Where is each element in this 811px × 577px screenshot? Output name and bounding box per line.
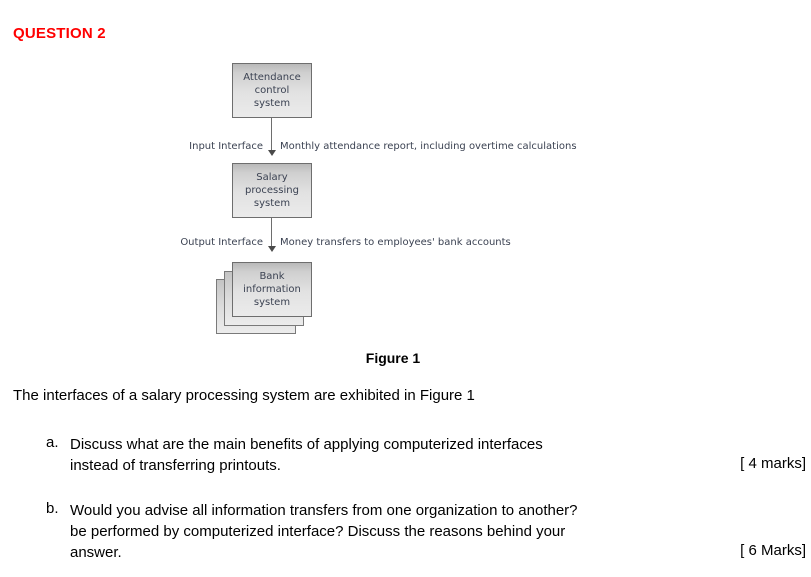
- question-line: be performed by computerized interface? …: [70, 523, 566, 540]
- question-item-b: b. Would you advise all information tran…: [46, 500, 806, 563]
- figure-caption-text: Figure 1: [365, 350, 421, 366]
- marks-allocation-b: [ 6 Marks]: [740, 542, 806, 559]
- node-line: system: [253, 297, 291, 308]
- question-marker-a: a.: [46, 434, 59, 451]
- arrow-line-input-interface: [271, 118, 272, 152]
- diagram-node-salary-processing-system: Salary processing system: [232, 163, 312, 218]
- arrow-line-output-interface: [271, 218, 272, 248]
- page-title: QUESTION 2: [13, 25, 106, 42]
- arrow-head-input-interface: [268, 150, 276, 156]
- edge-label-input-interface: Input Interface: [189, 141, 263, 152]
- node-line: system: [253, 198, 291, 209]
- marks-allocation-a: [ 4 marks]: [740, 455, 806, 472]
- question-body-b: Would you advise all information transfe…: [70, 500, 806, 563]
- diagram-node-bank-information-system: Bank information system: [232, 262, 312, 317]
- question-item-a: a. Discuss what are the main benefits of…: [46, 434, 806, 476]
- figure-diagram: Attendance control system Input Interfac…: [0, 63, 811, 366]
- question-marker-b: b.: [46, 500, 59, 517]
- edge-label-money-transfers: Money transfers to employees' bank accou…: [280, 237, 511, 248]
- node-line: processing: [245, 185, 299, 196]
- node-line: system: [253, 98, 291, 109]
- node-line: Attendance: [243, 72, 301, 83]
- node-line: information: [243, 284, 301, 295]
- diagram-node-attendance-control-system: Attendance control system: [232, 63, 312, 118]
- question-line: answer.: [70, 544, 122, 561]
- edge-label-monthly-attendance-report: Monthly attendance report, including ove…: [280, 141, 577, 152]
- node-line: Bank: [259, 271, 285, 282]
- question-line: Discuss what are the main benefits of ap…: [70, 436, 543, 453]
- arrow-head-output-interface: [268, 246, 276, 252]
- intro-paragraph: The interfaces of a salary processing sy…: [13, 387, 475, 404]
- question-body-a: Discuss what are the main benefits of ap…: [70, 434, 806, 476]
- node-line: control: [254, 85, 290, 96]
- question-line: instead of transferring printouts.: [70, 457, 281, 474]
- question-line: Would you advise all information transfe…: [70, 502, 578, 519]
- edge-label-output-interface: Output Interface: [180, 237, 263, 248]
- figure-caption: Figure 1: [0, 350, 811, 366]
- node-line: Salary: [256, 172, 288, 183]
